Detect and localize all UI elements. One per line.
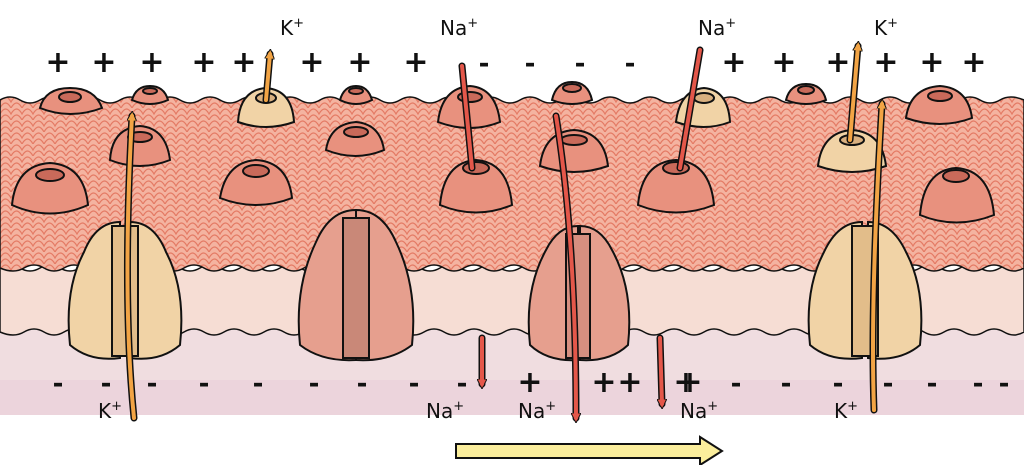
k-channel-top — [674, 86, 732, 128]
surface-protein — [38, 86, 104, 115]
inside-minus-sign: - — [927, 369, 938, 399]
outside-plus-sign: + — [91, 45, 116, 80]
outside-plus-sign: + — [961, 45, 986, 80]
inside-minus-sign: - — [731, 369, 742, 399]
outside-plus-sign: + — [45, 45, 70, 80]
outside-plus-sign: + — [139, 45, 164, 80]
outside-plus-sign: + — [825, 45, 850, 80]
outside-plus-sign: + — [347, 45, 372, 80]
na-label-bottom-1: Na+ — [426, 399, 464, 423]
outside-plus-sign: + — [873, 45, 898, 80]
outside-minus-sign: - — [525, 49, 536, 79]
inside-minus-sign: - — [883, 369, 894, 399]
surface-protein — [10, 161, 90, 215]
na-label-top-mid: Na+ — [440, 16, 478, 40]
inside-minus-sign: - — [253, 369, 264, 399]
inside-minus-sign: - — [973, 369, 984, 399]
inside-plus-sign: + — [677, 365, 702, 400]
potassium-channel-icon — [67, 220, 183, 360]
surface-protein — [130, 84, 170, 105]
sodium-channel-icon — [527, 224, 631, 362]
outside-plus-sign: + — [721, 45, 746, 80]
inside-plus-sign: + — [517, 365, 542, 400]
k-label-top-left: K+ — [280, 16, 304, 40]
k-label-bottom-left: K+ — [98, 399, 122, 423]
outside-plus-sign: + — [299, 45, 324, 80]
surface-protein — [438, 158, 514, 214]
extracellular-charges: + + + + + + + + - - - - + + + + + + — [45, 45, 986, 80]
inside-minus-sign: - — [147, 369, 158, 399]
outside-plus-sign: + — [771, 45, 796, 80]
inside-minus-sign: - — [409, 369, 420, 399]
surface-protein — [218, 158, 294, 206]
k-channel-top — [236, 86, 296, 128]
inside-minus-sign: - — [833, 369, 844, 399]
surface-protein — [550, 80, 594, 105]
surface-protein — [324, 120, 386, 157]
surface-protein — [338, 84, 374, 105]
inside-minus-sign: - — [53, 369, 64, 399]
inside-minus-sign: - — [309, 369, 320, 399]
outside-plus-sign: + — [403, 45, 428, 80]
surface-protein — [904, 84, 974, 125]
inside-minus-sign: - — [781, 369, 792, 399]
outside-plus-sign: + — [919, 45, 944, 80]
outside-minus-sign: - — [625, 49, 636, 79]
inside-minus-sign: - — [457, 369, 468, 399]
inside-plus-sign: + — [591, 365, 616, 400]
cytoplasm-fade — [0, 380, 1024, 415]
inside-plus-sign: + — [617, 365, 642, 400]
surface-protein — [636, 158, 716, 214]
outside-minus-sign: - — [575, 49, 586, 79]
surface-protein — [784, 82, 828, 105]
outside-minus-sign: - — [479, 49, 490, 79]
inside-minus-sign: - — [357, 369, 368, 399]
surface-protein — [108, 124, 172, 167]
na-label-top-right: Na+ — [698, 16, 736, 40]
k-channel-top — [816, 128, 888, 173]
na-label-bottom-2: Na+ — [518, 399, 556, 423]
intracellular-charges: ---------+++++------- — [53, 365, 1010, 400]
outside-plus-sign: + — [231, 45, 256, 80]
sodium-channel-icon — [297, 208, 415, 362]
ion-flow-arrows — [123, 46, 882, 418]
na-label-bottom-3: Na+ — [680, 399, 718, 423]
inside-minus-sign: - — [101, 369, 112, 399]
k-label-top-right: K+ — [874, 16, 898, 40]
k-label-bottom-right: K+ — [834, 399, 858, 423]
inside-plus-sign: + — [673, 365, 698, 400]
inside-minus-sign: - — [199, 369, 210, 399]
outside-plus-sign: + — [191, 45, 216, 80]
propagation-arrow-icon — [455, 435, 724, 465]
surface-protein — [918, 166, 996, 224]
inside-minus-sign: - — [999, 369, 1010, 399]
